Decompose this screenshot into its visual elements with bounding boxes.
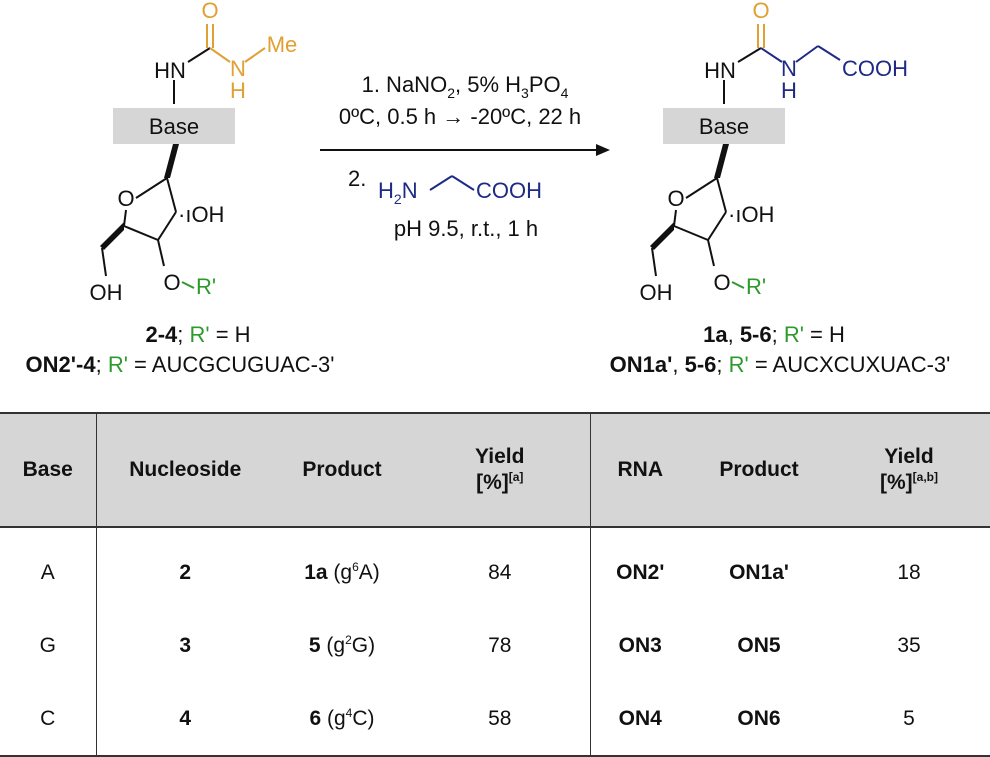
cell-rna-product: ON1a': [729, 560, 789, 584]
table-row: G 3 5 (g2G) 78 ON3 ON5 35: [0, 609, 990, 682]
cell-rna: ON2': [616, 560, 665, 584]
reactant-structure: O HN N H Me Base O ·ıOH O R' OH 2-4; R' …: [26, 0, 335, 377]
header-yield2-unit: [%]: [879, 471, 913, 494]
cell-yield: 58: [410, 682, 591, 757]
glycine-cooh: COOH: [476, 178, 542, 203]
header-yield-nucleoside: Yield [%][a]: [410, 412, 591, 528]
product-carbonyl-o: O: [752, 0, 769, 23]
reactant-n: N: [230, 56, 246, 81]
cell-rna-product: ON6: [690, 682, 828, 757]
step1-line1: 1. NaNO2, 5% H3PO4: [362, 72, 569, 101]
header-rna: RNA: [590, 412, 690, 528]
cell-base: A: [0, 527, 97, 609]
product-3-o: O: [713, 270, 730, 295]
header-yield2-label: Yield: [884, 444, 934, 468]
header-rna-product: Product: [690, 412, 828, 528]
product-r-prime: R': [746, 274, 766, 299]
product-hn: HN: [704, 58, 736, 83]
cell-rna-product: ON5: [737, 633, 781, 657]
product-base-box: [663, 108, 785, 144]
product-2-oh: ·ıOH: [728, 202, 774, 227]
cell-product: 1a (g6A): [304, 560, 380, 584]
cell-yield: 84: [410, 527, 591, 609]
reactant-me: Me: [267, 32, 298, 57]
yield-table: Base Nucleoside Product Yield [%][a] RNA…: [0, 412, 990, 757]
cell-nucleoside: 2: [179, 560, 192, 584]
product-caption-1: 1a, 5-6; R' = H: [703, 322, 845, 347]
cell-base: G: [0, 609, 97, 682]
reactant-nh-h: H: [230, 78, 246, 103]
product-cooh: COOH: [842, 56, 908, 81]
header-product: Product: [274, 412, 410, 528]
product-structure: O HN N H COOH Base O ·ıOH O R' OH 1a, 5-…: [610, 0, 951, 377]
cell-yield: 78: [410, 609, 591, 682]
header-base: Base: [0, 412, 97, 528]
cell-rna: ON4: [590, 682, 690, 757]
table-row: C 4 6 (g4C) 58 ON4 ON6 5: [0, 682, 990, 757]
table-row: A 2 1a (g6A) 84 ON2' ON1a' 18: [0, 527, 990, 609]
reactant-caption-2: ON2'-4; R' = AUCGCUGUAC-3': [26, 352, 335, 377]
product-5-oh: OH: [640, 280, 673, 305]
step1-line2: 0ºC, 0.5 h → -20ºC, 22 h: [339, 104, 581, 129]
reactant-3-o: O: [163, 270, 180, 295]
reaction-arrowhead: [596, 144, 610, 156]
step2-number: 2.: [348, 166, 366, 191]
reactant-base-label: Base: [149, 114, 199, 139]
product-nh-h: H: [781, 78, 797, 103]
product-caption-2: ON1a', 5-6; R' = AUCXCUXUAC-3': [610, 352, 951, 377]
product-base-label: Base: [699, 114, 749, 139]
cell-nucleoside: 4: [96, 682, 274, 757]
header-yield-note: [a]: [508, 470, 524, 484]
header-yield-unit: [%]: [476, 471, 509, 494]
step2-line2: pH 9.5, r.t., 1 h: [394, 216, 538, 241]
cell-base: C: [0, 682, 97, 757]
reactant-hn: HN: [154, 58, 186, 83]
reaction-conditions: 1. NaNO2, 5% H3PO4 0ºC, 0.5 h → -20ºC, 2…: [320, 72, 610, 241]
cell-rna-yield: 35: [897, 633, 921, 657]
cell-rna-yield: 5: [828, 682, 990, 757]
product-ring-o: O: [667, 186, 684, 211]
cell-rna: ON3: [618, 633, 662, 657]
product-n: N: [781, 56, 797, 81]
reactant-ring-o: O: [117, 186, 134, 211]
header-nucleoside: Nucleoside: [96, 412, 274, 528]
glycine-h2n: H2N: [378, 178, 418, 207]
header-yield2-note: [a,b]: [912, 470, 938, 484]
reactant-carbonyl-o: O: [201, 0, 218, 23]
reactant-5-oh: OH: [90, 280, 123, 305]
reactant-base-box: [113, 108, 235, 144]
cell-product: 5 (g2G): [308, 633, 376, 657]
reaction-scheme: O HN N H Me Base O ·ıOH O R' OH 2-4; R' …: [26, 0, 951, 377]
reactant-caption-1: 2-4; R' = H: [145, 322, 250, 347]
cell-nucleoside: 3: [179, 633, 192, 657]
cell-product: 6 (g4C): [274, 682, 410, 757]
reactant-r-prime: R': [196, 274, 216, 299]
header-yield-rna: Yield [%][a,b]: [828, 412, 990, 528]
reactant-2-oh: ·ıOH: [178, 202, 224, 227]
table-header-row: Base Nucleoside Product Yield [%][a] RNA…: [0, 412, 990, 528]
header-yield-label: Yield: [475, 444, 525, 468]
cell-rna-yield: 18: [897, 560, 921, 584]
